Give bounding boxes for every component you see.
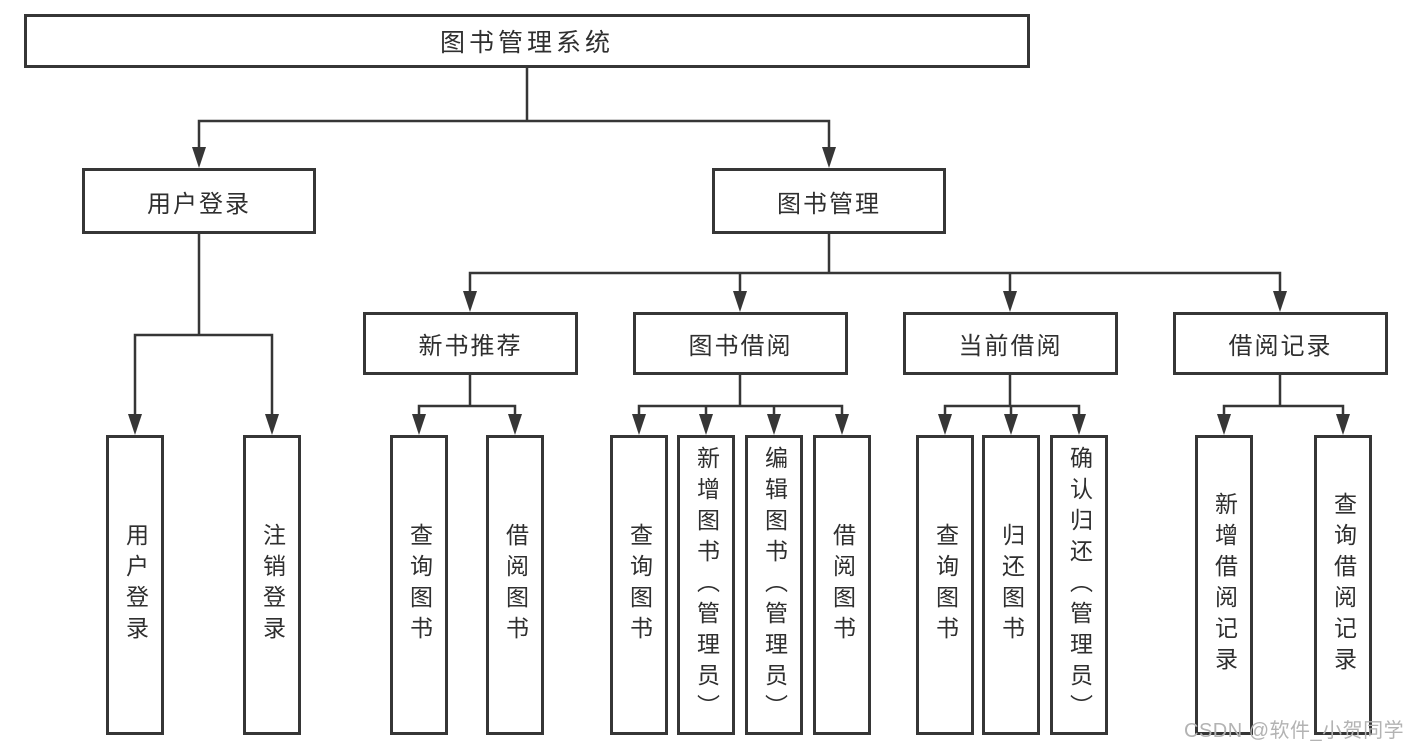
leaf-logout: 注销登录 bbox=[243, 435, 301, 735]
leaf-query-book-2: 查询图书 bbox=[610, 435, 668, 735]
arrow-down-icon bbox=[835, 414, 849, 435]
leaf-query-borrow-record-label: 查询借阅记录 bbox=[1330, 492, 1357, 678]
arrow-down-icon bbox=[412, 414, 426, 435]
leaf-return-book: 归还图书 bbox=[982, 435, 1040, 735]
arrow-down-icon bbox=[767, 414, 781, 435]
leaf-borrow-book-2-label: 借阅图书 bbox=[829, 523, 856, 647]
leaf-query-borrow-record: 查询借阅记录 bbox=[1314, 435, 1372, 735]
connector-newbookrec-to-leaves bbox=[417, 373, 517, 432]
leaf-query-book-3: 查询图书 bbox=[916, 435, 974, 735]
leaf-query-book-3-label: 查询图书 bbox=[932, 523, 959, 647]
arrow-down-icon bbox=[699, 414, 713, 435]
leaf-user-login: 用户登录 bbox=[106, 435, 164, 735]
leaf-confirm-return-admin-label: 确认归还（管理员） bbox=[1066, 445, 1093, 725]
leaf-add-borrow-record: 新增借阅记录 bbox=[1195, 435, 1253, 735]
connector-paths bbox=[133, 65, 1345, 432]
connector-borrowrecords-to-leaves bbox=[1222, 373, 1345, 432]
arrow-down-icon bbox=[128, 414, 142, 435]
node-user-login-label: 用户登录 bbox=[147, 190, 251, 218]
connector-bookborrow-to-leaves bbox=[637, 373, 844, 432]
leaf-logout-label: 注销登录 bbox=[259, 523, 286, 647]
arrow-down-icon bbox=[192, 147, 206, 168]
leaf-edit-book-admin-label: 编辑图书（管理员） bbox=[761, 445, 788, 725]
node-current-borrow-label: 当前借阅 bbox=[958, 333, 1063, 360]
connector-bookmgmt-to-level2 bbox=[468, 232, 1282, 309]
leaf-borrow-book-1: 借阅图书 bbox=[486, 435, 544, 735]
node-new-book-recommend: 新书推荐 bbox=[363, 312, 578, 375]
arrow-down-icon bbox=[938, 414, 952, 435]
arrow-down-icon bbox=[1003, 291, 1017, 312]
leaf-query-book-1-label: 查询图书 bbox=[406, 523, 433, 647]
arrow-down-icon bbox=[508, 414, 522, 435]
arrow-down-icon bbox=[822, 147, 836, 168]
node-root-label: 图书管理系统 bbox=[439, 29, 614, 57]
node-book-management: 图书管理 bbox=[712, 168, 946, 234]
node-book-borrow: 图书借阅 bbox=[633, 312, 848, 375]
arrow-down-icon bbox=[1217, 414, 1231, 435]
node-user-login: 用户登录 bbox=[82, 168, 316, 234]
connector-currentborrow-to-leaves bbox=[943, 373, 1081, 432]
leaf-query-book-1: 查询图书 bbox=[390, 435, 448, 735]
arrow-down-icon bbox=[1273, 291, 1287, 312]
arrow-down-icon bbox=[265, 414, 279, 435]
connector-root-to-level1 bbox=[197, 65, 831, 165]
leaf-query-book-2-label: 查询图书 bbox=[626, 523, 653, 647]
node-new-book-recommend-label: 新书推荐 bbox=[418, 333, 523, 360]
leaf-borrow-book-1-label: 借阅图书 bbox=[502, 523, 529, 647]
leaf-user-login-label: 用户登录 bbox=[122, 523, 149, 647]
node-root: 图书管理系统 bbox=[24, 14, 1030, 68]
node-borrow-records-label: 借阅记录 bbox=[1228, 333, 1333, 360]
watermark: CSDN @软件_小贺同学 bbox=[1184, 720, 1405, 742]
leaf-confirm-return-admin: 确认归还（管理员） bbox=[1050, 435, 1108, 735]
leaf-return-book-label: 归还图书 bbox=[998, 523, 1025, 647]
leaf-edit-book-admin: 编辑图书（管理员） bbox=[745, 435, 803, 735]
arrow-down-icon bbox=[1004, 414, 1018, 435]
node-book-borrow-label: 图书借阅 bbox=[688, 333, 793, 360]
node-current-borrow: 当前借阅 bbox=[903, 312, 1118, 375]
leaf-add-borrow-record-label: 新增借阅记录 bbox=[1211, 492, 1238, 678]
arrow-down-icon bbox=[632, 414, 646, 435]
arrow-down-icon bbox=[1336, 414, 1350, 435]
arrow-down-icon bbox=[463, 291, 477, 312]
node-book-management-label: 图书管理 bbox=[777, 190, 881, 218]
arrow-down-icon bbox=[733, 291, 747, 312]
node-borrow-records: 借阅记录 bbox=[1173, 312, 1388, 375]
leaf-add-book-admin: 新增图书（管理员） bbox=[677, 435, 735, 735]
connector-userlogin-to-leaves bbox=[133, 232, 274, 432]
arrow-down-icon bbox=[1072, 414, 1086, 435]
leaf-add-book-admin-label: 新增图书（管理员） bbox=[693, 445, 720, 725]
leaf-borrow-book-2: 借阅图书 bbox=[813, 435, 871, 735]
